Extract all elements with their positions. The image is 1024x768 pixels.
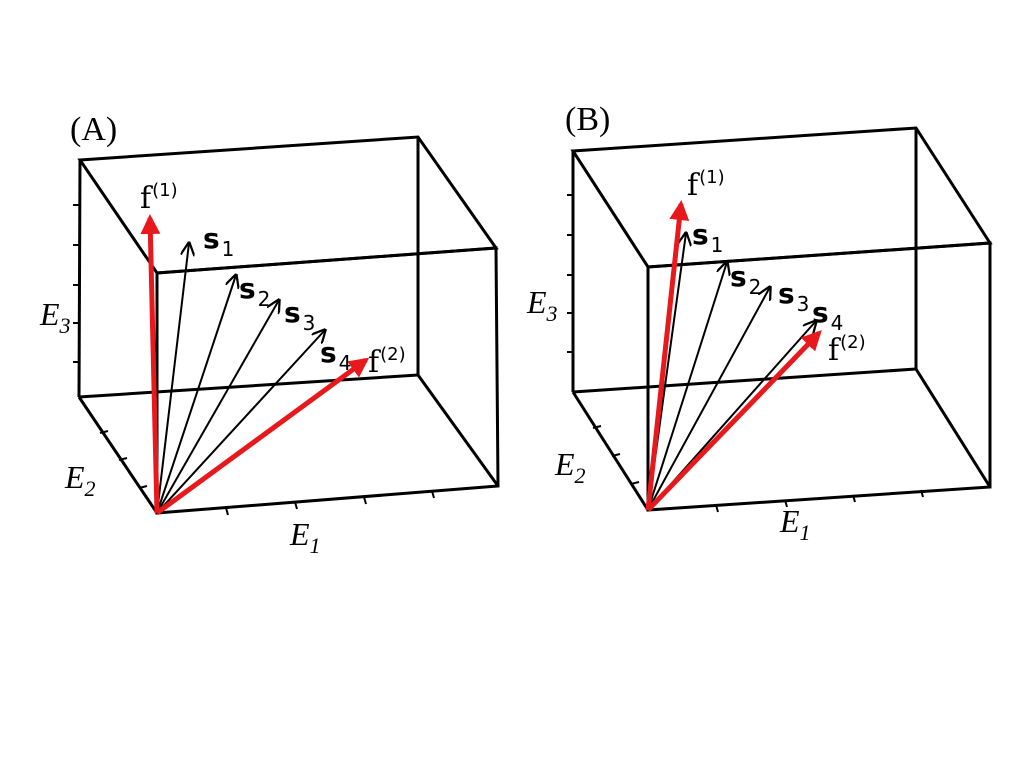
axis-label-e3: E3 xyxy=(526,284,558,326)
vector-s3 xyxy=(156,300,279,514)
axis-label-e1: E1 xyxy=(779,503,811,545)
panel-a-ticks xyxy=(73,204,435,516)
vector-s2 xyxy=(647,262,727,511)
axis-label-e2: E2 xyxy=(554,446,586,488)
panel-a-axis-labels: E3 E2 E1 xyxy=(39,296,321,558)
panel-b: (B) xyxy=(526,101,993,545)
label-f2: f(2) xyxy=(828,332,866,368)
panel-a-vectors xyxy=(140,214,370,516)
axis-label-e3: E3 xyxy=(39,296,71,338)
panel-a-label: (A) xyxy=(70,111,117,148)
label-f1: f(1) xyxy=(140,180,178,216)
vector-f1 xyxy=(645,200,690,511)
panel-b-label: (B) xyxy=(565,101,610,138)
vector-s1 xyxy=(156,243,189,514)
label-f1: f(1) xyxy=(687,167,725,203)
vector-s2 xyxy=(156,275,236,514)
box-bottom-right-edge xyxy=(914,368,992,488)
panel-b-ticks xyxy=(567,194,924,513)
axis-label-e2: E2 xyxy=(64,459,96,501)
box-bottom-left-edge xyxy=(77,396,159,514)
box-back-left-edge xyxy=(77,159,82,398)
box-back-bottom-edge xyxy=(572,367,917,394)
vector-f1 xyxy=(140,214,161,514)
axis-label-e1: E1 xyxy=(289,516,321,558)
label-f2: f(2) xyxy=(368,344,406,380)
box-bottom-left-edge xyxy=(571,391,650,511)
vector-s3 xyxy=(647,287,770,511)
panel-b-axis-labels: E3 E2 E1 xyxy=(526,284,811,545)
box-bottom-right-edge xyxy=(416,374,500,487)
panel-b-vectors xyxy=(645,200,822,512)
vector-f2 xyxy=(646,330,822,512)
vector-f2 xyxy=(155,357,370,516)
vector-s4 xyxy=(156,330,325,514)
panel-a: (A) xyxy=(39,111,500,558)
panel-b-box xyxy=(570,126,993,512)
box-back-bottom-edge xyxy=(78,373,419,399)
